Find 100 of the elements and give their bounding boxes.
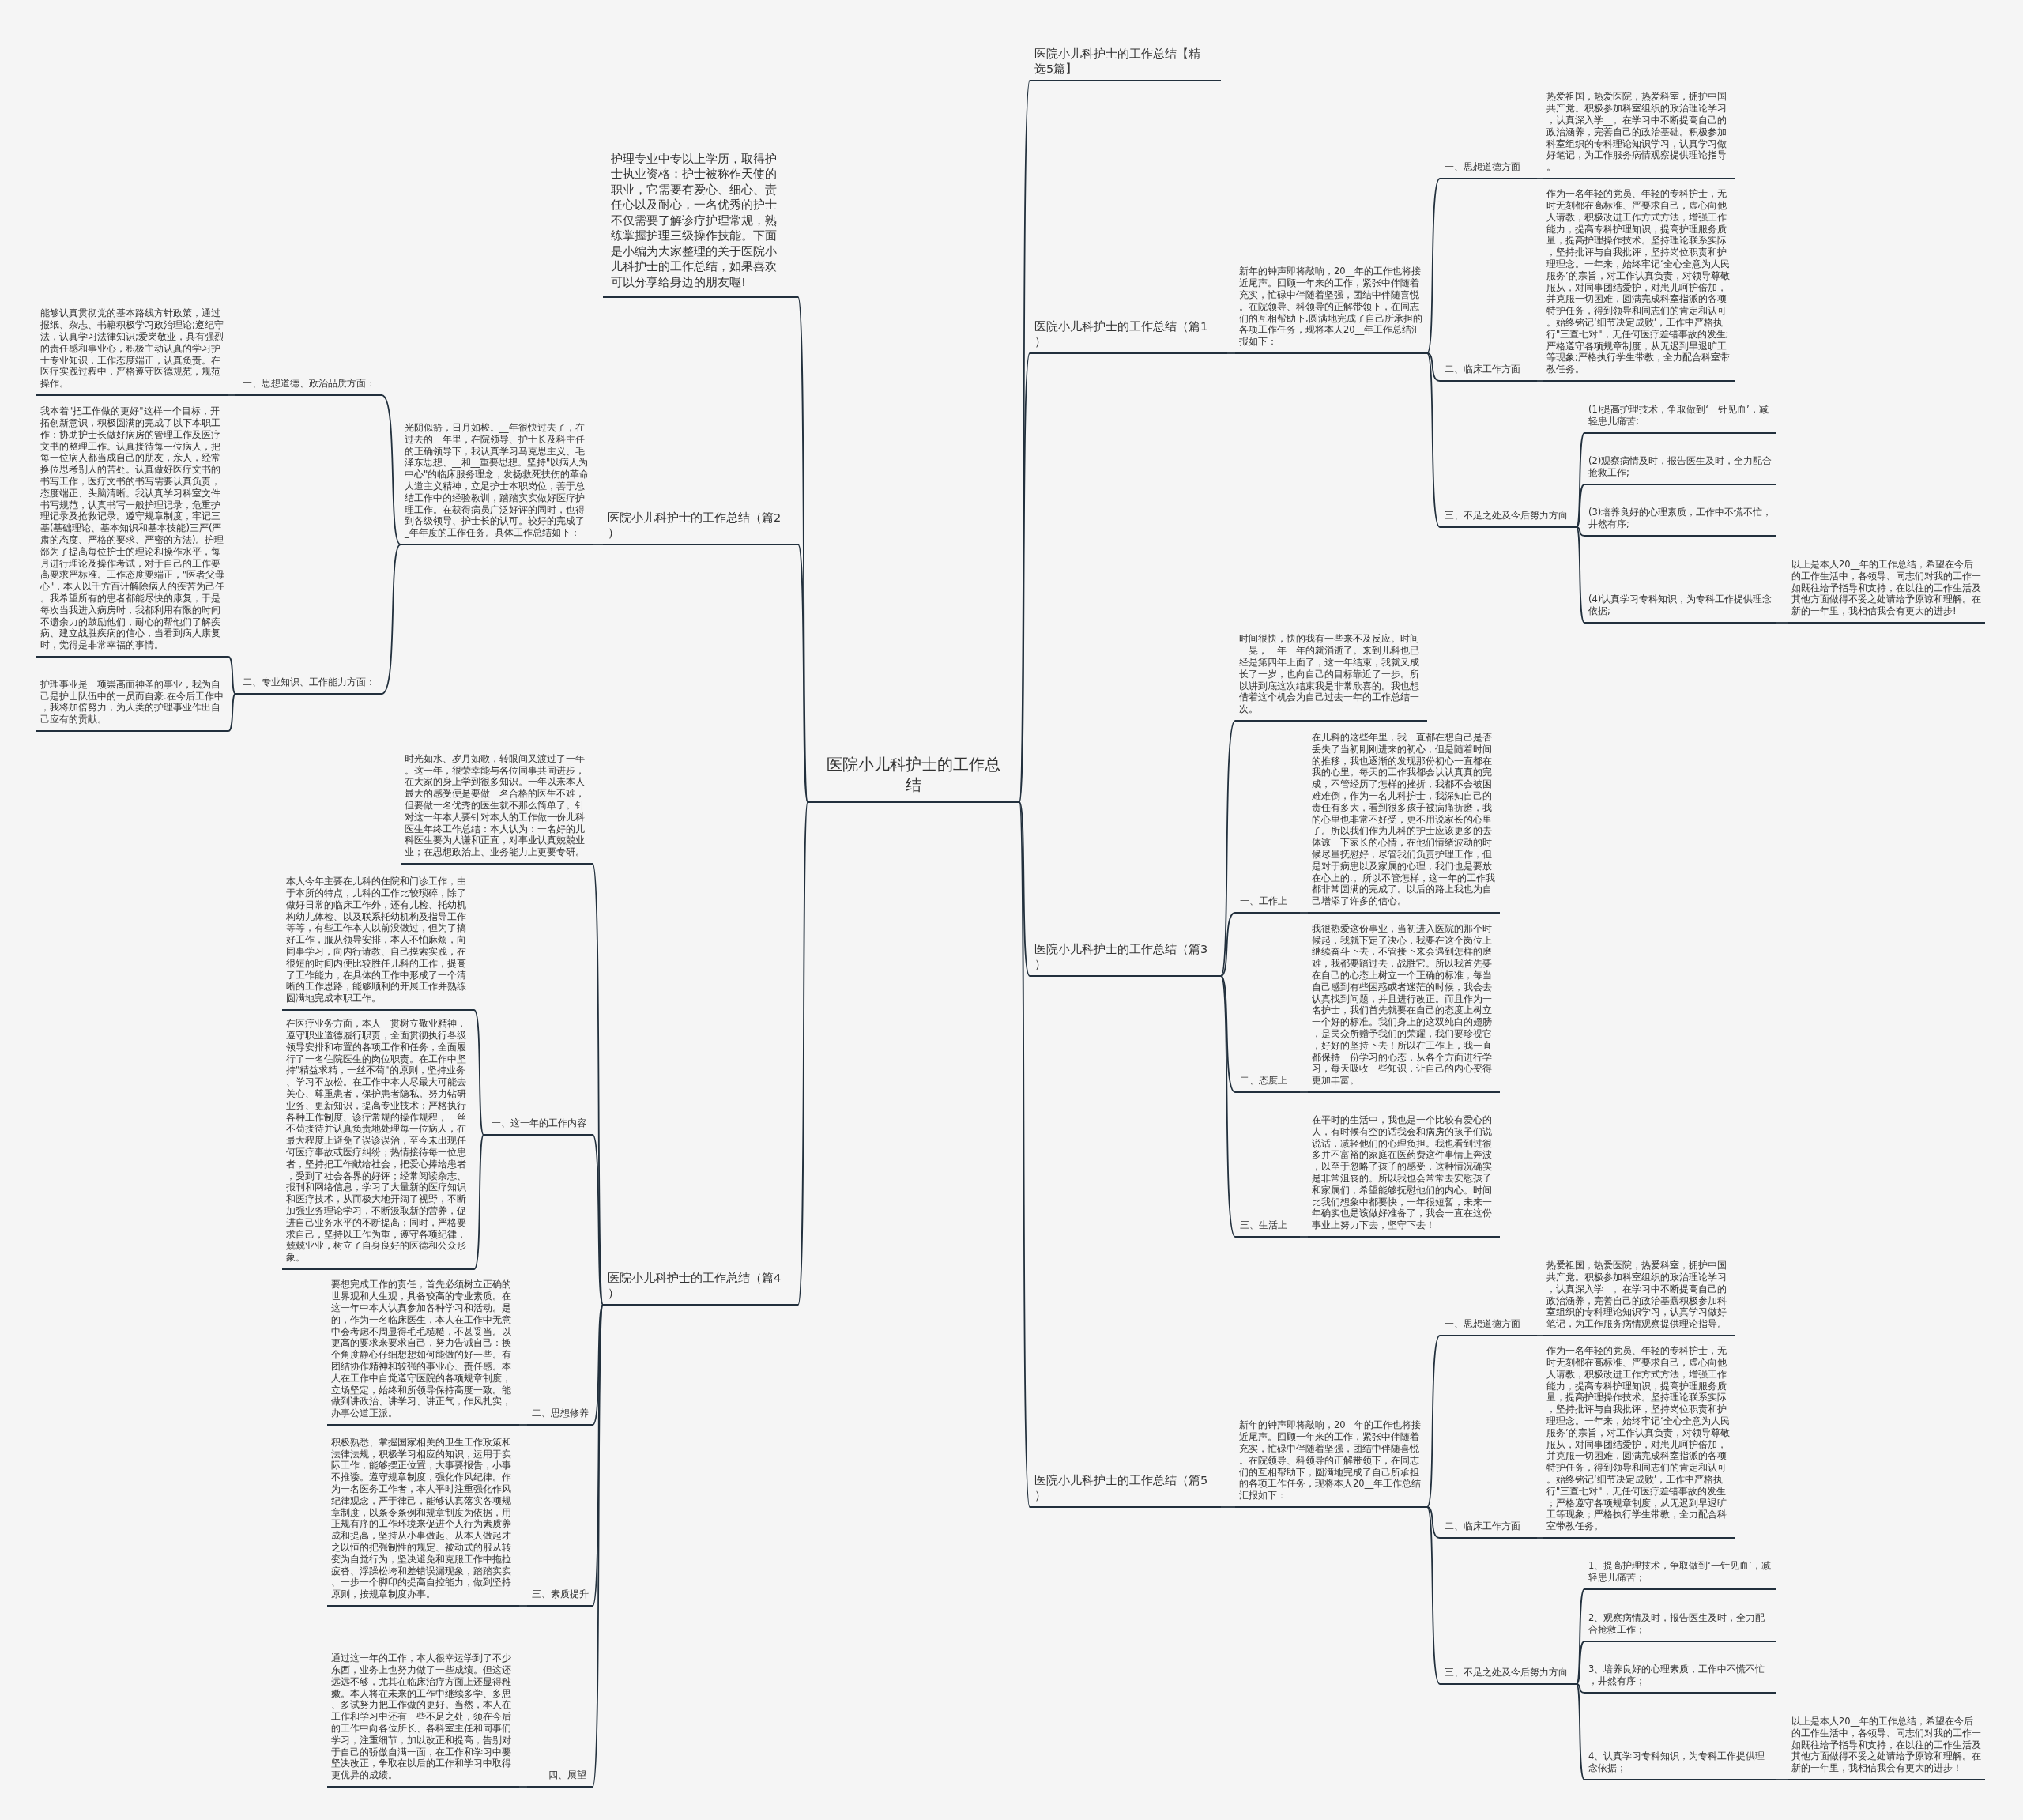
connector-line — [1576, 526, 1585, 537]
connector-line — [1576, 1683, 1585, 1780]
paragraph-text: 要想完成工作的责任，首先必须树立正确的世界观和人生观，具备较高的专业素质。在这一年中本人认真参加各种学习和活动。是的，作为一名临床医生，本人在工作中无意中会考虑不周显得毛毛糙糙，不甚妥当。以更高的要求来要求自己，努力告诫自己：换个角度静心仔细想想如何能做的好一些。有团结协作精神和较强的事业心、责任感。本人在工作中自觉遵守医院的各项规章制度，立场坚定，始终和所领导保持高度一致。能做到讲政治、讲学习、讲正气，作风扎实，办事公道正派。 — [327, 1279, 519, 1426]
subtopic-heading: 二、临床工作方面 — [1440, 1520, 1537, 1539]
paragraph-text: (1)提高护理技术，争取做到‘一针见血’，减轻患儿痛苦; — [1584, 404, 1776, 434]
paragraph-text: 热爱祖国，热爱医院，热爱科室，拥护中国共产党。积极参加科室组织的政治理论学习，认真深入学__。在学习中不断提高自己的政治涵养，完善自己的政治基础。积极参加科室组织的专科理论知识学习，认真学习做好笔记，为工作服务病情观察提供理论指导。 — [1543, 91, 1735, 179]
subtopic-heading: 四、展望 — [527, 1769, 593, 1788]
connector-line — [592, 544, 604, 545]
connector-line — [1220, 720, 1236, 977]
connector-line — [592, 1134, 604, 1306]
connector-line — [1576, 432, 1585, 528]
subtopic-heading: 一、思想道德方面 — [1440, 161, 1537, 179]
subtopic-heading: 二、思想修养 — [527, 1407, 593, 1426]
subtopic-heading: 二、态度上 — [1235, 1075, 1300, 1093]
connector-line — [1576, 1641, 1585, 1685]
connector-line — [1536, 1537, 1543, 1539]
connector-line — [381, 394, 401, 545]
paragraph-text: 新年的钟声即将敲响，20__年的工作也将接近尾声。回顾一年来的工作，紧张中伴随着充实，忙碌中伴随着坚强，团结中伴随喜悦。在院领导、科领导的正解带领下，在同志们的互相帮助下,圆满地完成了自己所承担的各项工作任务，现将本人20__年工作总结汇报如下： — [1235, 266, 1427, 354]
paragraph-text: 通过这一年的工作，本人很幸运学到了不少东西，业务上也努力做了一些成绩。但这还远远不够，尤其在临床治疗方面上还显得稚嫩。本人将在未来的工作中继续多学、多思、多试努力把工作做的更好。当然，本人在工作和学习中还有一些不足之处，须在今后的工作中向各位所长、各科室主任和同事们学习，注重细节，加以改正和提高，告别对于自己的骄傲自满一面，在工作和学习中要坚决改正，争取在以后的工作和学习中取得更优异的成绩。 — [327, 1652, 519, 1788]
connector-line — [1426, 352, 1441, 528]
branch-topic: 医院小儿科护士的工作总结（篇4） — [603, 1271, 798, 1306]
connector-line — [1576, 1588, 1585, 1685]
connector-line — [592, 1304, 604, 1607]
connector-line — [592, 1304, 604, 1426]
paragraph-text: 护理事业是一项崇高而神圣的事业，我为自己是护士队伍中的一员而自豪.在今后工作中，我将加倍努力，为人类的护理事业作出自己应有的贡献。 — [36, 678, 228, 732]
paragraph-text: 3、培养良好的心理素质，工作中不慌不忙，井然有序； — [1584, 1664, 1776, 1694]
paragraph-text: 时光如水、岁月如歌，转眼间又渡过了一年。这一年，很荣幸能与各位同事共同进步，在大家的身上学到很多知识。一年以来本人最大的感受便是要做一名合格的医生不难，但要做一名优秀的医生就不那么简单了。针对这一年本人要针对本人的工作做一份儿科医生年终工作总结：本人认为：一名好的儿科医生要为人谦和正直，对事业认真兢兢业业；在思想政治上、业务能力上更要专研。 — [401, 752, 593, 865]
paragraph-text: 我本着"把工作做的更好"这样一个目标，开拓创新意识，积极圆满的完成了以下本职工作：协助护士长做好病房的管理工作及医疗文书的整理工作。认真接待每一位病人，把每一位病人都当成自己的朋友，亲人，经常换位思考别人的苦处。认真做好医疗文书的书写工作，医疗文书的书写需要认真负责，态度端正、头脑清晰。我认真学习科室文件书写规范，认真书写一般护理记录，危重护理记录及抢救记录。遵守规章制度，牢记三基(基础理论、基本知识和基本技能)三严(严肃的态度、严格的要求、严密的方法)。护理部为了提高每位护士的理论和操作水平，每月进行理论及操作考试，对于自己的工作要高要求严标准。工作态度要端正，"医者父母心"，本人以千方百计解除病人的疾苦为己任。我希望所有的患者都能尽快的康复，于是每次当我进入病房时，我都利用有限的时间不遗余力的鼓励他们，耐心的帮他们了解疾病、建立战胜疾病的信心，当看到病人康复时，觉得是非常幸福的事情。 — [36, 405, 228, 658]
paragraph-text: 以上是本人20__年的工作总结，希望在今后的工作生活中，各领导、同志们对我的工作一如既往给予指导和支持，在以往的工作生活及其他方面做得不妥之处请给予原谅和理解。在新的一年里，我相信我会有更大的进步！ — [1788, 1716, 1985, 1780]
connector-line — [228, 656, 236, 695]
connector-line — [1220, 975, 1236, 1093]
connector-line — [473, 1009, 484, 1136]
branch-topic: 医院小儿科护士的工作总结（篇3） — [1030, 942, 1221, 977]
central-topic: 医院小儿科护士的工作总结 — [808, 754, 1019, 803]
connector-line — [592, 1304, 604, 1788]
connector-line — [1299, 912, 1309, 914]
subtopic-heading: 二、专业知识、工作能力方面： — [235, 676, 382, 695]
subtopic-heading: 三、生活上 — [1235, 1219, 1300, 1238]
connector-line — [228, 693, 236, 732]
connector-line — [1536, 380, 1543, 382]
connector-line — [1426, 1506, 1441, 1539]
paragraph-text: 在医疗业务方面，本人一贯树立敬业精神，遵守职业道德履行职责，全面贯彻执行各级领导安排和布置的各项工作和任务，全面履行了一名住院医生的岗位职责。在工作中坚持"精益求精，一丝不苟"的原则，坚持业务、学习不放松。在工作中本人尽最大可能去关心、尊重患者，保护患者隐私。努力钻研业务、更新知识，提高专业技术；严格执行各种工作制度、诊疗常规的操作规程，一丝不苟接待并认真负责地处理每一位病人，在最大程度上避免了误诊误治，至今未出现任何医疗事故或医疗纠纷；热情接待每一位患者，坚持把工作献给社会，把爱心捧给患者，受到了社会各界的好评；经常阅读杂志、报刊和网络信息，学习了大量新的医疗知识和医疗技术，从而极大地开阔了视野，不断加强业务理论学习，不断汲取新的营养，促进自己业务水平的不断提高；同时，严格要求自己，坚持以工作为重，遵守各项纪律，兢兢业业，树立了自身良好的医德和公众形象。 — [282, 1018, 474, 1270]
connector-line — [1536, 1335, 1543, 1336]
connector-line — [1299, 1091, 1309, 1093]
paragraph-text: 作为一名年轻的党员、年轻的专科护士，无时无刻都在高标准、严要求自己，虚心向他人请教，积极改进工作方式方法，增强工作能力，提高专科护理知识，提高护理服务质量，提高护理操作技术。坚持理论联系实际，坚持批评与自我批评，坚持岗位职责和护理理念。一年来，始终牢记‘全心全意为人民服务’的宗旨，对工作认真负责，对领导尊敬服从，对同事团结爱护，对患儿呵护倍加，并克服一切困难，圆满完成科室指派的各项特护任务，得到领导和同志们的肯定和认可。始终铭记‘细节决定成败’，工作中严格执行"三查七对"，无任何医疗差错事故的发生；严格遵守各项规章制度，从无迟到早退旷工等现象；严格执行学生带教，全力配合科室带教任务。 — [1543, 1345, 1735, 1539]
connector-line — [1576, 526, 1585, 624]
connector-line — [1220, 975, 1236, 1238]
paragraph-text: 在儿科的这些年里，我一直都在想自己是否丢失了当初刚刚进来的初心，但是随着时间的推移，我也逐渐的发现那份初心一直都在我的心里。每天的工作我都会认认真真的完成，不管经历了怎样的挫折，我都不会被困难难倒，作为一名儿科护士，我深知自己的责任有多大，看到很多孩子被病痛折磨，我的心里也非常不好受，更不用说家长的心里了。所以我们作为儿科的护士应该更多的去体谅一下家长的心情，在他们情绪波动的时候尽量抚慰好，尽管我们负责护理工作，但是对于病患以及家属的心理，我们也是要放在心上的.。所以不管怎样，这一年的工作我都非常圆满的完成了。以后的路上我也为自己增添了许多的信心。 — [1308, 732, 1500, 914]
subtopic-heading: 一、工作上 — [1235, 895, 1300, 914]
branch-topic: 医院小儿科护士的工作总结（篇5） — [1030, 1473, 1221, 1508]
connector-line — [1776, 622, 1788, 624]
connector-line — [1019, 801, 1030, 977]
paragraph-text: (4)认真学习专科知识，为专科工作提供理念依据; — [1584, 593, 1776, 624]
paragraph-text: 新年的钟声即将敲响，20__年的工作也将接近尾声。回顾一年来的工作，紧张中伴随着充实，忙碌中伴随着坚强，团结中伴随喜悦。在院领导、科领导的正解带领下，在同志们的互相帮助下，圆满地完成了自己所承担的各项工作任务，现将本人20__年工作总结汇报如下： — [1235, 1419, 1427, 1508]
connector-line — [797, 801, 808, 1306]
connector-line — [797, 544, 808, 803]
paragraph-text: 热爱祖国，热爱医院，热爱科室，拥护中国共产党。积极参加科室组织的政治理论学习，认真深入学__。在学习中不断提高自己的政治涵养，完善自己的政治基矗积极参加科室组织的专科理论知识学习，认真学习做好笔记，为工作服务病情观察提供理论指导。 — [1543, 1260, 1735, 1336]
paragraph-text: 能够认真贯彻党的基本路线方针政策，通过报纸、杂志、书籍积极学习政治理论;遵纪守法，认真学习法律知识;爱岗敬业，具有强烈的责任感和事业心，积极主动认真的学习护士专业知识，工作态度端正，认真负责。在医疗实践过程中，严格遵守医德规范，规范操作。 — [36, 307, 228, 396]
branch-topic: 医院小儿科护士的工作总结（篇1） — [1030, 319, 1227, 354]
paragraph-text: 1、提高护理技术，争取做到‘一针见血’，减轻患儿痛苦； — [1584, 1560, 1776, 1590]
connector-line — [518, 1786, 528, 1788]
connector-line — [1426, 352, 1441, 382]
connector-line — [1576, 1683, 1585, 1694]
connector-line — [473, 1134, 484, 1270]
branch-topic: 医院小儿科护士的工作总结（篇2） — [603, 511, 798, 545]
paragraph-text: 2、观察病情及时，报告医生及时，全力配合抢救工作； — [1584, 1612, 1776, 1642]
subtopic-heading: 一、这一年的工作内容 — [484, 1117, 593, 1136]
connector-line — [1426, 178, 1441, 354]
connector-line — [1426, 1335, 1441, 1508]
paragraph-text: 以上是本人20__年的工作总结，希望在今后的工作生活中，各领导、同志们对我的工作一如既往给予指导和支持，在以往的工作生活及其他方面做得不妥之处请给予原谅和理解。在新的一年里，我相信我会有更大的进步! — [1788, 559, 1985, 624]
connector-line — [1536, 178, 1543, 179]
paragraph-text: 在平时的生活中，我也是一个比较有爱心的人，有时候有空的话我会和病房的孩子们说说话，减轻他们的心理负担。我也看到过很多并不富裕的家庭在医药费这件事情上奔波，以至于忽略了孩子的感受，这种情况确实是非常沮丧的。所以我也会常常去安慰孩子和家属们，希望能够抚慰他们的内心。时间比我们想象中都要快，一年很短暂，未来一年确实也是该做好准备了，我会一直在这份事业上努力下去，坚守下去！ — [1308, 1114, 1500, 1238]
paragraph-text: 积极熟悉、掌握国家相关的卫生工作政策和法律法规，积极学习相应的知识，运用于实际工作，能够摆正位置，大事要报告，小事不推诿。遵守规章制度，强化作风纪律。作为一名医务工作者，本人平时注重强化作风纪律观念，严于律己，能够认真落实各项规章制度，以条令条例和规章制度为依据，用正规有序的工作环境来促进个人行为素质养成和提高，坚持从小事做起、从本人做起才之以恒的把强制性的规定、被动式的服从转变为自觉行为，坚决避免和克服工作中拖拉疲沓、浮躁松垮和差错误漏现象，踏踏实实、一步一个脚印的提高自控能力，做到坚持原则，按规章制度办事。 — [327, 1436, 519, 1607]
connector-line — [228, 394, 236, 396]
connector-line — [1226, 352, 1236, 354]
subtopic-heading: 三、素质提升 — [527, 1588, 593, 1607]
paragraph-text: (2)观察病情及时，报告医生及时，全力配合抢救工作; — [1584, 455, 1776, 485]
connector-line — [1019, 801, 1030, 1508]
connector-line — [1019, 352, 1030, 803]
paragraph-text: 作为一名年轻的党员、年轻的专科护士，无时无刻都在高标准、严要求自己，虚心向他人请教，积极改进工作方式方法，增强工作能力，提高专科护理知识，提高护理服务质量，提高护理操作技术。坚持理论联系实际，坚持批评与自我批评，坚持岗位职责和护理理念。一年来，始终牢记‘全心全意为人民服务’的宗旨，对工作认真负责，对领导尊敬服从，对同事团结爱护，对患儿呵护倍加，并克服一切困难，圆满完成科室指派的各项特护任务，得到领导和同志们的肯定和认可。始终铭记‘细节决定成败’，工作中严格执行"三查七对"，无任何医疗差错事故的发生;严格遵守各项规章制度，从无迟到早退旷工等现象;严格执行学生带教，全力配合科室带教任务。 — [1543, 188, 1735, 382]
paragraph-text: (3)培养良好的心理素质，工作中不慌不忙，井然有序; — [1584, 507, 1776, 537]
connector-line — [797, 296, 808, 803]
subtopic-heading: 一、思想道德方面 — [1440, 1318, 1537, 1336]
connector-line — [1220, 912, 1236, 977]
connector-line — [1576, 484, 1585, 528]
paragraph-text: 时间很快，快的我有一些来不及反应。时间一晃，一年一年的就消逝了。来到儿科也已经是第四年上面了，这一年结束，我就又成长了一岁，也向自己的目标靠近了一步。所以讲到底这次结束我是非常欣喜的。我也想借着这个机会为自己过去一年的工作总结一次。 — [1235, 633, 1427, 722]
paragraph-text: 本人今年主要在儿科的住院和门诊工作，由于本所的特点，儿科的工作比较琐碎，除了做好日常的临床工作外，还有儿检、托幼机构幼儿体检、以及联系托幼机构及指导工作等等，有些工作本人以前没做过，但为了搞好工作，服从领导安排，本人不怕麻烦，向同事学习，向内行请教、自己摸索实践，在很短的时间内便比较胜任儿科的工作，提高了工作能力，在具体的工作中形成了一个清晰的工作思路，能够顺利的开展工作并熟练圆满地完成本职工作。 — [282, 876, 474, 1011]
subtopic-heading: 三、不足之处及今后努力方向 — [1440, 1667, 1577, 1685]
connector-line — [1220, 1506, 1236, 1508]
intro-paragraph: 护理专业中专以上学历，取得护士执业资格；护士被称作天使的职业，它需要有爱心、细心、责任心以及耐心，一名优秀的护士不仅需要了解诊疗护理常规，熟练掌握护理三级操作技能。下面是小编为大家整理的关于医院小儿科护士的工作总结，如果喜欢可以分享给身边的朋友喔! — [603, 151, 798, 298]
connector-line — [381, 544, 401, 695]
paragraph-text: 4、认真学习专科知识，为专科工作提供理念依据； — [1584, 1750, 1776, 1780]
connector-line — [518, 1605, 528, 1607]
subtopic-heading: 三、不足之处及今后努力方向 — [1440, 510, 1577, 528]
subtopic-heading: 一、思想道德、政治品质方面： — [235, 378, 382, 396]
connector-line — [1299, 1236, 1309, 1238]
paragraph-text: 我很热爱这份事业，当初进入医院的那个时候起，我就下定了决心，我要在这个岗位上继续奋斗下去，不管接下来会遇到怎样的磨难，我都要踏过去，战胜它。所以我首先要在自己的心态上树立一个正确的标准，每当自己感到有些困惑或者迷茫的时候，我会去认真找到问题，并且进行改正。而且作为一名护士，我们首先就要在自己的态度上树立一个好的标准。我们身上的这双纯白的翅膀，是民众所赠予我们的荣耀，我们要珍视它，好好的坚持下去！所以在工作上，我一直都保持一份学习的心态，从各个方面进行学习，每天吸收一些知识，让自己的内心变得更加丰富。 — [1308, 922, 1500, 1093]
connector-line — [1776, 1779, 1788, 1780]
connector-line — [518, 1424, 528, 1426]
paragraph-text: 光阴似箭，日月如梭。__年很快过去了，在过去的一年里，在院领导、护士长及科主任的正确领导下，我认真学习马克思主义、毛泽东思想、__和__重要思想。坚持"以病人为中心"的临床服务理念，发扬救死扶伤的革命人道主义精神，立足护士本职岗位，善于总结工作中的经验教训，踏踏实实做好医疗护理工作。在获得病员广泛好评的同时，也得到各级领导、护士长的认可。较好的完成了__年年度的工作任务。具体工作总结如下： — [401, 422, 593, 545]
